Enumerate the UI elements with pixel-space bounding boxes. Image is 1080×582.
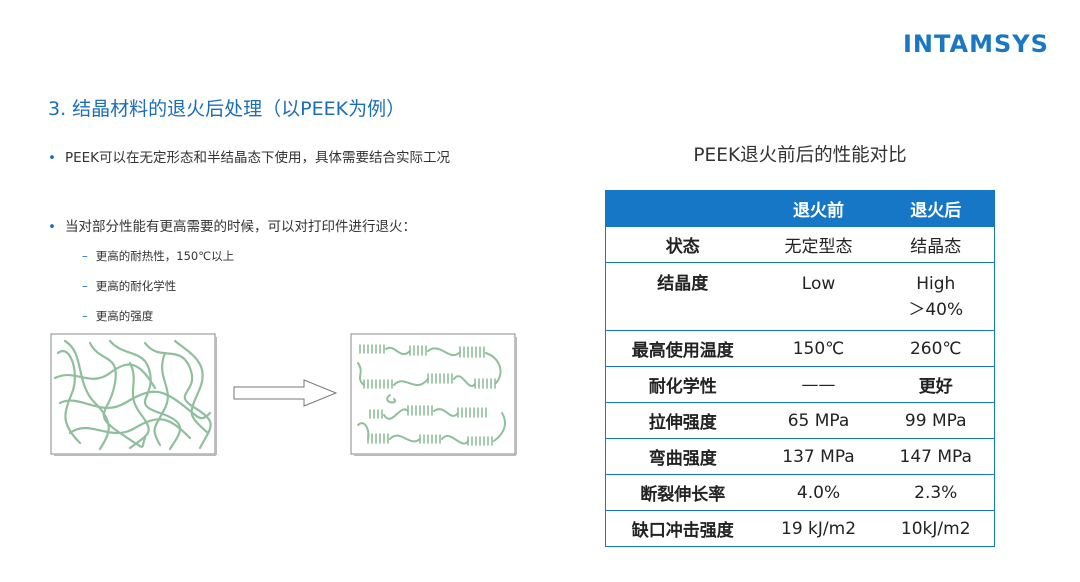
bullet-text: PEEK可以在无定形态和半结晶态下使用，具体需要结合实际工况 (64, 150, 451, 166)
bullet-dot-icon: • (48, 150, 56, 166)
sub-bullet-text: 更高的强度 (95, 309, 154, 323)
bullet-dot-icon: • (48, 219, 56, 235)
header-cell-before: 退火前 (759, 190, 878, 227)
cell-before: 150℃ (759, 330, 878, 367)
table-row: 拉伸强度 65 MPa 99 MPa (605, 402, 995, 439)
table-row: 状态 无定型态 结晶态 (605, 227, 995, 263)
cell-after-line2: ＞40% (908, 300, 964, 320)
cell-before: Low (759, 262, 878, 331)
intamsys-logo: INTAMSYS (903, 30, 1049, 58)
cell-after: 2.3% (877, 474, 995, 511)
sub-bullet-item: –更高的耐热性，150℃以上 (82, 248, 234, 264)
dash-icon: – (82, 279, 88, 293)
table-row: 缺口冲击强度 19 kJ/m2 10kJ/m2 (605, 510, 995, 547)
cell-before: 19 kJ/m2 (759, 510, 878, 547)
sub-bullet-text: 更高的耐化学性 (95, 279, 177, 293)
dash-icon: – (82, 309, 88, 323)
cell-before: 4.0% (759, 474, 878, 511)
cell-after: 更好 (877, 366, 995, 403)
row-label: 断裂伸长率 (605, 474, 760, 511)
cell-after: 260℃ (877, 330, 995, 367)
cell-before: 65 MPa (759, 402, 878, 439)
cell-before: —— (759, 366, 878, 403)
right-arrow-icon (233, 379, 338, 407)
row-label: 缺口冲击强度 (605, 510, 760, 547)
section-heading: 3. 结晶材料的退火后处理（以PEEK为例） (48, 98, 406, 120)
table-row: 结晶度 Low High ＞40% (605, 262, 995, 331)
dash-icon: – (82, 249, 88, 263)
bullet-item: • PEEK可以在无定形态和半结晶态下使用，具体需要结合实际工况 (48, 146, 450, 166)
bullet-text: 当对部分性能有更高需要的时候，可以对打印件进行退火： (64, 219, 416, 235)
header-cell (605, 190, 760, 227)
sub-bullet-item: –更高的耐化学性 (82, 278, 176, 294)
table-header-row: 退火前 退火后 (605, 190, 995, 227)
header-cell-after: 退火后 (877, 190, 995, 227)
table-row: 最高使用温度 150℃ 260℃ (605, 330, 995, 367)
cell-after-line1: High (916, 274, 956, 294)
table-row: 耐化学性 —— 更好 (605, 366, 995, 403)
performance-comparison-table: 退火前 退火后 状态 无定型态 结晶态 结晶度 Low High ＞40% 最高… (605, 190, 995, 547)
row-label: 耐化学性 (605, 366, 760, 403)
cell-after: 10kJ/m2 (877, 510, 995, 547)
cell-before: 无定型态 (759, 227, 878, 263)
cell-after: 99 MPa (877, 402, 995, 439)
semicrystalline-structure-diagram (350, 333, 517, 456)
table-title: PEEK退火前后的性能对比 (693, 145, 907, 166)
bullet-item: • 当对部分性能有更高需要的时候，可以对打印件进行退火： (48, 215, 416, 235)
cell-after: 147 MPa (877, 438, 995, 475)
row-label: 结晶度 (605, 262, 760, 331)
row-label: 弯曲强度 (605, 438, 760, 475)
table-row: 断裂伸长率 4.0% 2.3% (605, 474, 995, 511)
amorphous-structure-diagram (50, 333, 217, 456)
row-label: 最高使用温度 (605, 330, 760, 367)
cell-after: High ＞40% (877, 262, 995, 331)
cell-after: 结晶态 (877, 227, 995, 263)
cell-before: 137 MPa (759, 438, 878, 475)
sub-bullet-item: –更高的强度 (82, 308, 153, 324)
sub-bullet-text: 更高的耐热性，150℃以上 (95, 249, 235, 263)
table-row: 弯曲强度 137 MPa 147 MPa (605, 438, 995, 475)
row-label: 拉伸强度 (605, 402, 760, 439)
row-label: 状态 (605, 227, 760, 263)
